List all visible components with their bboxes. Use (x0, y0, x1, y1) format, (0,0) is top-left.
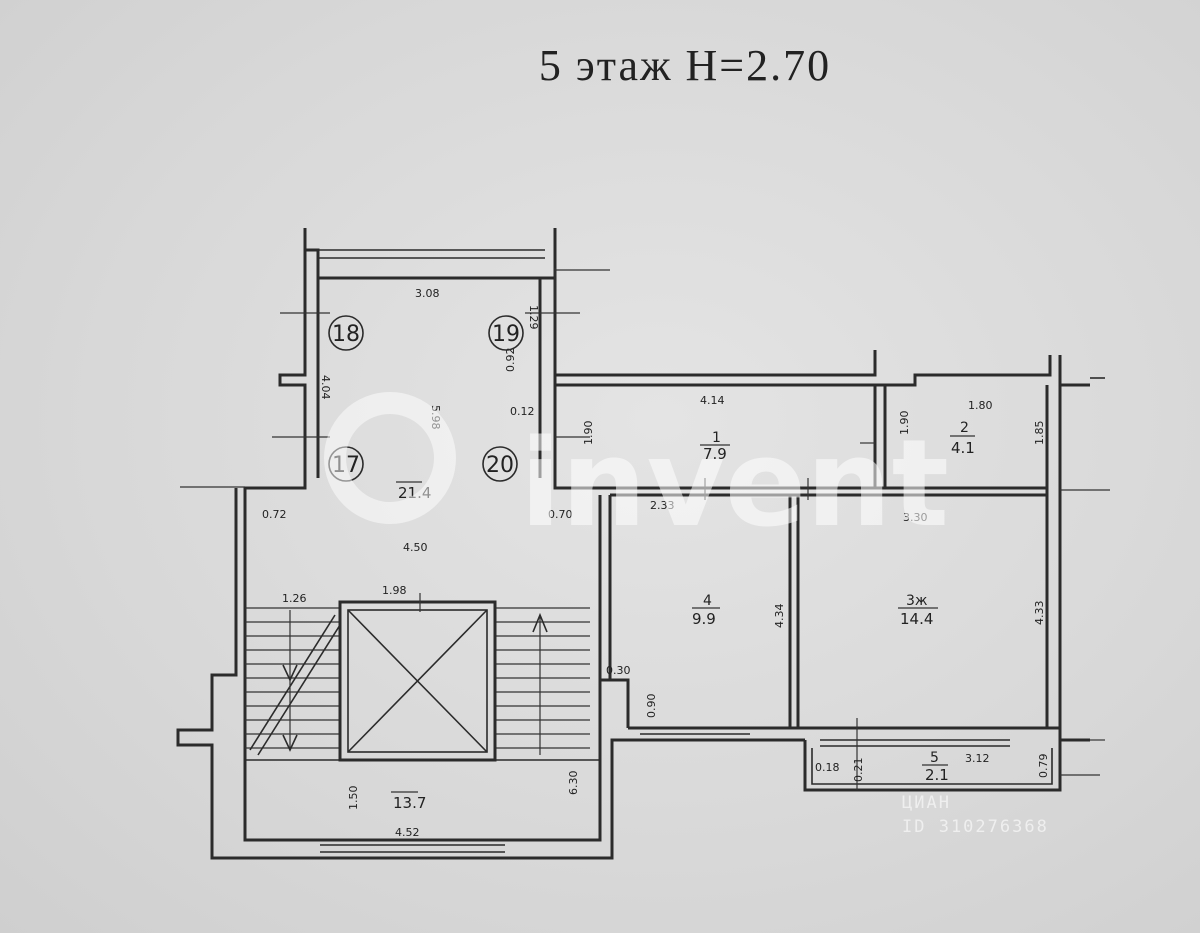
watermark-id: ID 310276368 (902, 817, 1049, 837)
dim-1-90-b: 1.90 (898, 411, 911, 436)
dim-2-33: 2.33 (650, 499, 675, 512)
dim-4-04: 4.04 (319, 375, 332, 400)
room-5-number: 5 (930, 750, 939, 766)
lift-hall-walls (243, 228, 610, 495)
apartment-19: 19 (492, 322, 520, 347)
watermark: invent ЦИАН ID 310276368 (324, 392, 1049, 837)
room-4-area: 9.9 (692, 610, 716, 628)
dim-0-79: 0.79 (1037, 754, 1050, 779)
dim-1-90-a: 1.90 (582, 421, 595, 446)
watermark-cian: ЦИАН (902, 793, 951, 813)
dim-0-92: 0.92 (504, 348, 517, 373)
dim-0-30: 0.30 (606, 664, 631, 677)
dim-0-12: 0.12 (510, 405, 535, 418)
dim-1-80: 1.80 (968, 399, 993, 412)
room-2-area: 4.1 (951, 439, 975, 457)
room-1-area: 7.9 (703, 445, 727, 463)
dim-3-12: 3.12 (965, 752, 990, 765)
room-5-area: 2.1 (925, 766, 949, 784)
room-4-number: 4 (703, 593, 712, 609)
apartment-walls (555, 350, 1110, 792)
dim-1-26: 1.26 (282, 592, 307, 605)
dim-6-30: 6.30 (567, 771, 580, 796)
room-3-number: 3ж (906, 593, 928, 609)
apartment-markers: 18 19 17 20 (328, 315, 524, 482)
room-2-number: 2 (960, 420, 969, 436)
dim-4-14: 4.14 (700, 394, 725, 407)
apartment-20: 20 (486, 453, 514, 478)
watermark-brand: invent (520, 415, 949, 554)
dim-1-50: 1.50 (347, 786, 360, 811)
dim-0-18: 0.18 (815, 761, 840, 774)
dimension-leaders (180, 268, 590, 612)
dim-1-29: 1.29 (527, 305, 540, 330)
dim-0-72: 0.72 (262, 508, 287, 521)
stair-area: 13.7 (393, 794, 426, 812)
dim-1-98: 1.98 (382, 584, 407, 597)
dim-4-34: 4.34 (773, 604, 786, 629)
apartment-18: 18 (332, 322, 360, 347)
dim-0-70: 0.70 (548, 508, 573, 521)
dim-4-50: 4.50 (403, 541, 428, 554)
dim-4-33: 4.33 (1033, 601, 1046, 626)
room-1-number: 1 (712, 430, 721, 446)
dim-3-08: 3.08 (415, 287, 440, 300)
dim-1-85: 1.85 (1033, 421, 1046, 446)
dim-0-21: 0.21 (852, 758, 865, 783)
dim-3-30: 3.30 (903, 511, 928, 524)
dim-0-90: 0.90 (645, 694, 658, 719)
elevator-shaft (338, 600, 497, 762)
floor-title: 5 этаж Н=2.70 (538, 41, 832, 90)
room-3-area: 14.4 (900, 610, 933, 628)
dim-4-52: 4.52 (395, 826, 420, 839)
